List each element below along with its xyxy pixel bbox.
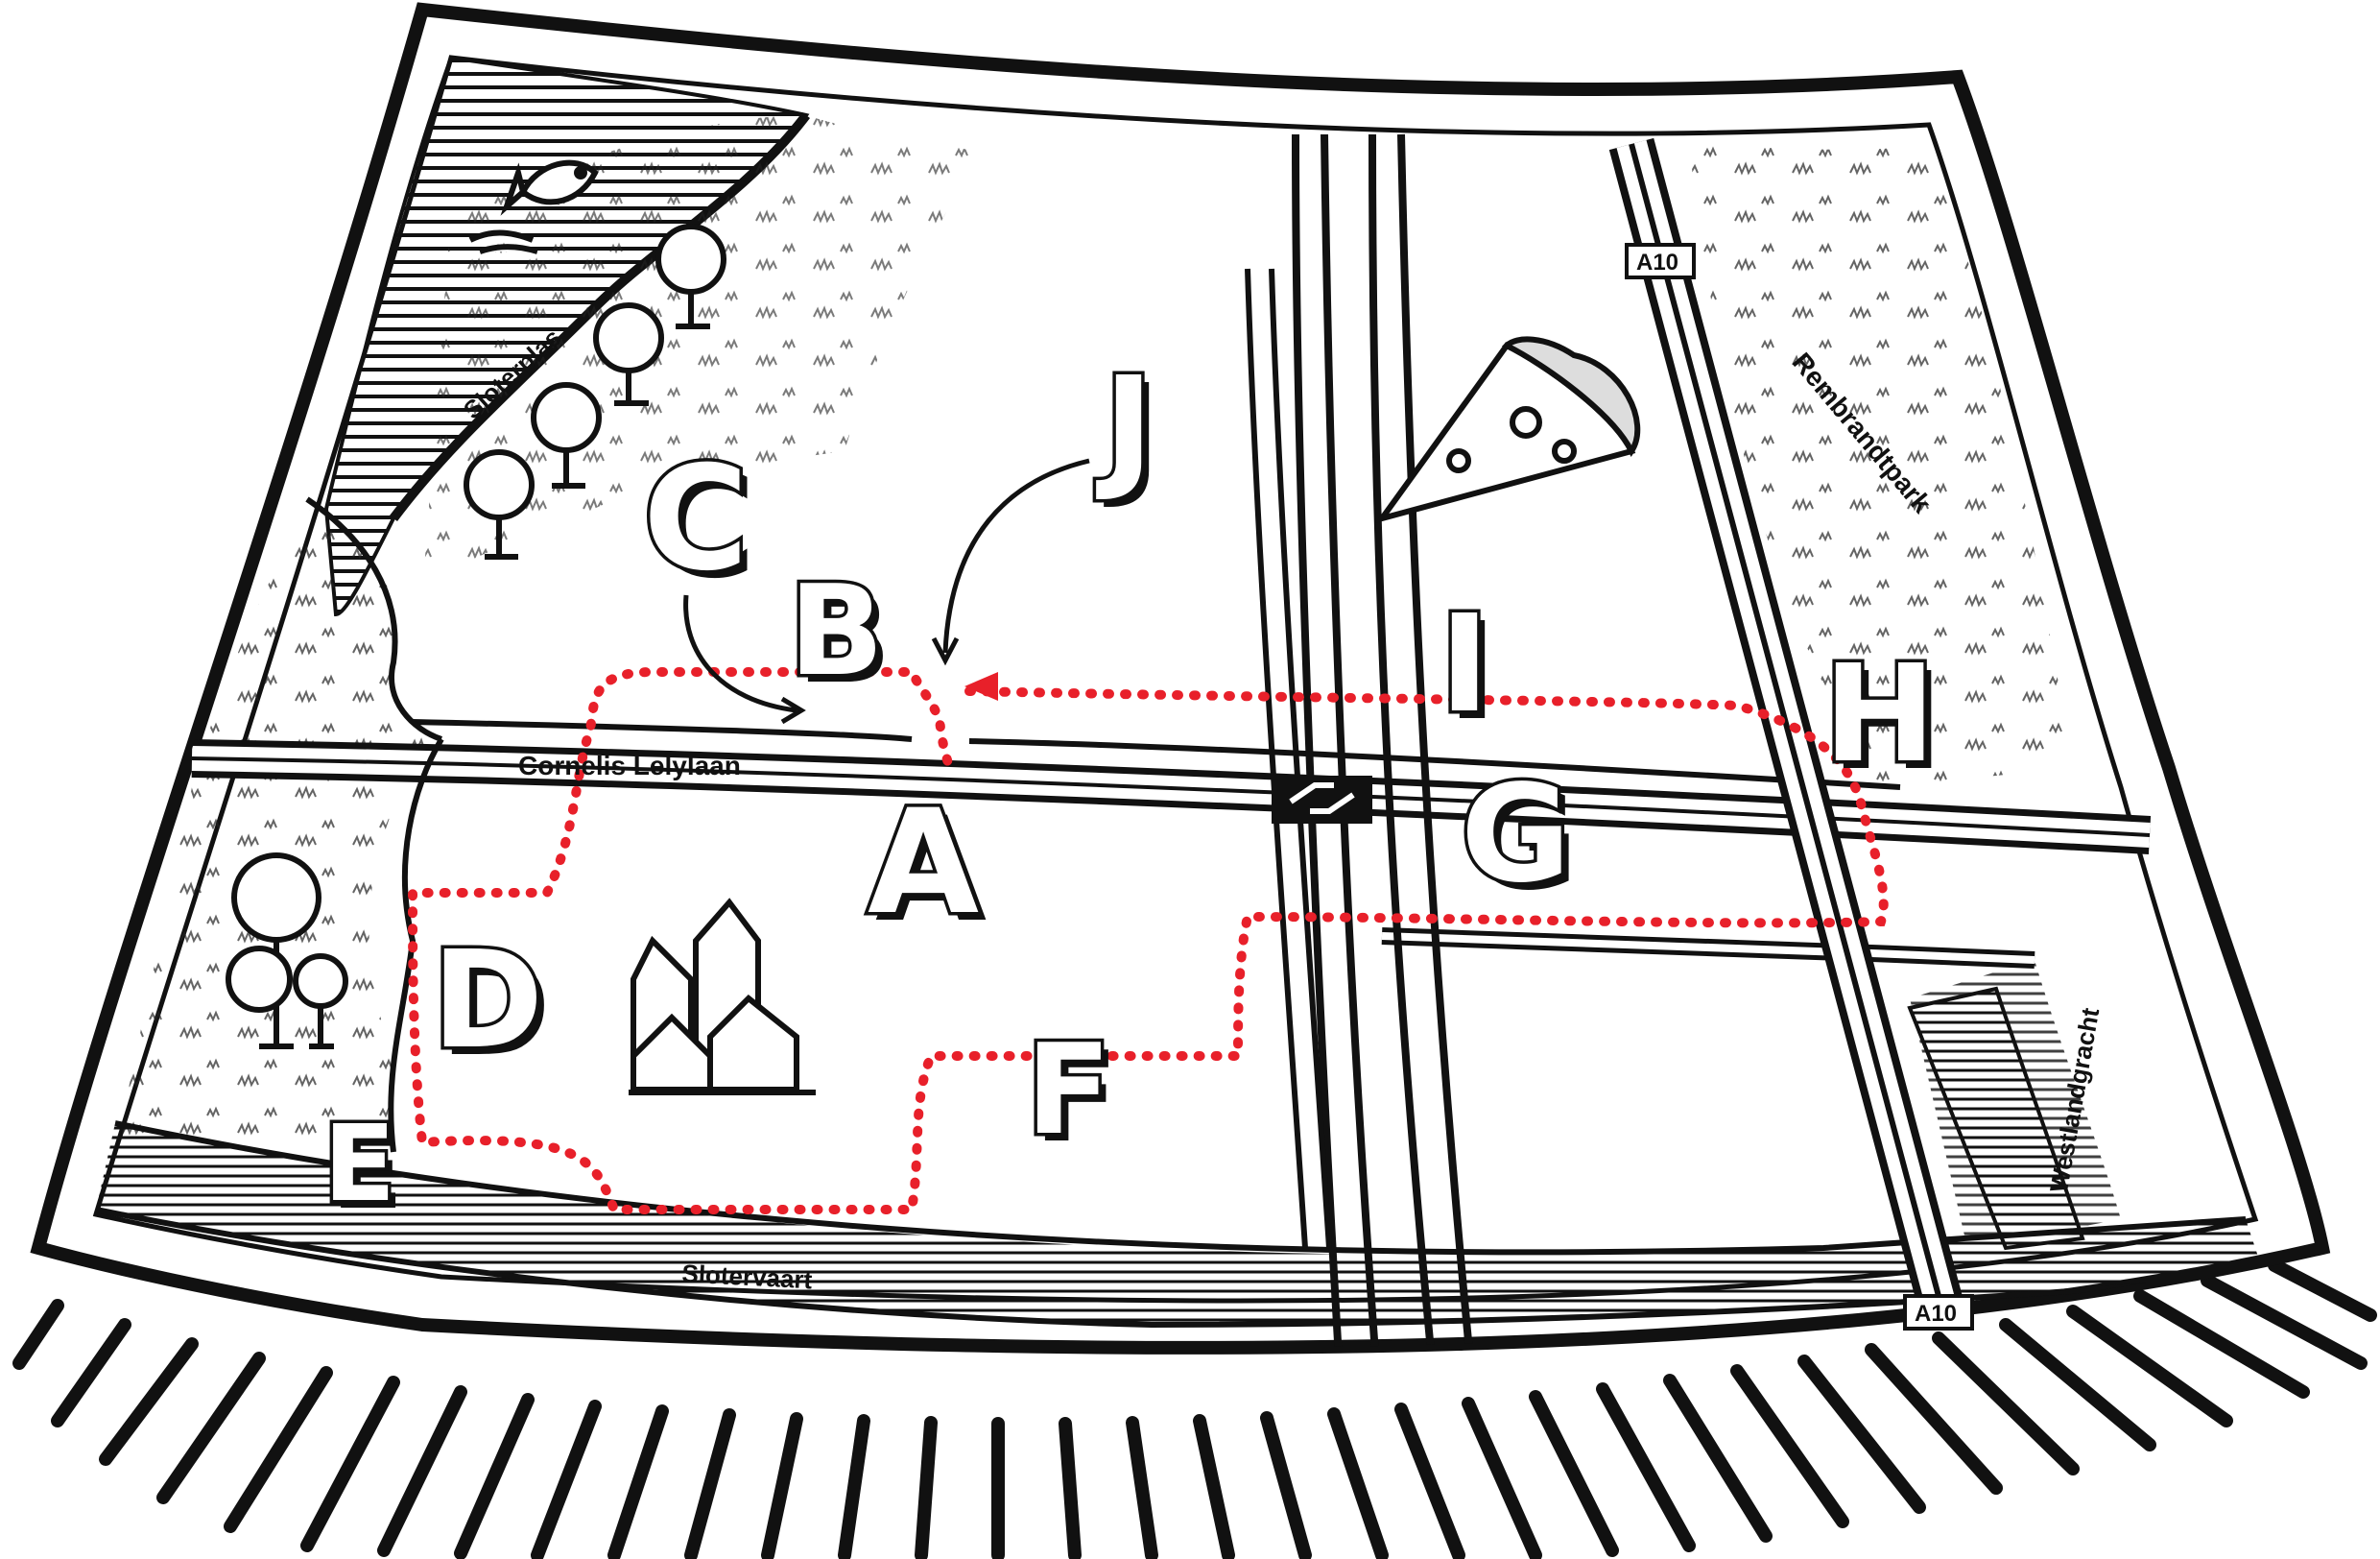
stop-f-shadow: F	[1034, 1024, 1119, 1170]
stop-g: G	[1461, 756, 1571, 913]
tree-icon	[226, 224, 726, 1049]
stop-letters: A A B B C C D D E E F F G G H H I I J J	[321, 346, 1944, 1234]
stop-j: J	[1096, 348, 1154, 505]
arrow-j-to-a	[931, 458, 1090, 666]
stop-i-shadow: I	[1447, 594, 1497, 751]
route-arrow-head	[964, 672, 998, 701]
westlandgracht-canal	[1907, 986, 2085, 1251]
a10-sign-south: A10	[1903, 1294, 1974, 1331]
stop-h: H	[1823, 636, 1936, 793]
a10-highway	[1608, 137, 2000, 1348]
ground-shadow	[12, 1259, 2377, 1559]
stop-e-shadow: E	[331, 1110, 403, 1233]
pizza-icon	[1374, 336, 1641, 524]
stop-h-shadow: H	[1831, 644, 1943, 801]
west-paths	[305, 496, 444, 1153]
a10-label-south: A10	[1915, 1301, 1957, 1327]
stop-g-shadow: G	[1468, 764, 1579, 921]
stop-b-shadow: B	[797, 565, 892, 711]
stop-c: C	[643, 436, 749, 603]
stop-d: D	[432, 923, 543, 1079]
houses-icon	[629, 898, 816, 1095]
a10-label-north: A10	[1636, 250, 1678, 276]
stop-d-shadow: D	[440, 930, 551, 1087]
a10-sign-north: A10	[1625, 243, 1696, 279]
central-rail-corridor	[1245, 133, 1482, 1348]
stop-a-shadow: A	[875, 787, 987, 954]
train-station-icon	[1272, 776, 1372, 824]
south-road	[1381, 927, 2035, 969]
stop-i: I	[1440, 587, 1489, 743]
stop-a: A	[868, 780, 979, 947]
label-slotervaart: Slotervaart	[681, 1259, 814, 1294]
arrow-c-to-b	[683, 594, 806, 725]
stop-b: B	[789, 558, 884, 704]
fish-icon	[468, 159, 599, 254]
west-park	[115, 115, 979, 1152]
stop-c-shadow: C	[651, 444, 756, 611]
route-path	[407, 667, 1889, 1214]
label-cornelis-lelylaan: Cornelis Lelylaan	[518, 751, 741, 780]
stop-j-shadow: J	[1104, 356, 1161, 513]
stop-f: F	[1026, 1017, 1111, 1163]
stop-e: E	[323, 1102, 395, 1225]
